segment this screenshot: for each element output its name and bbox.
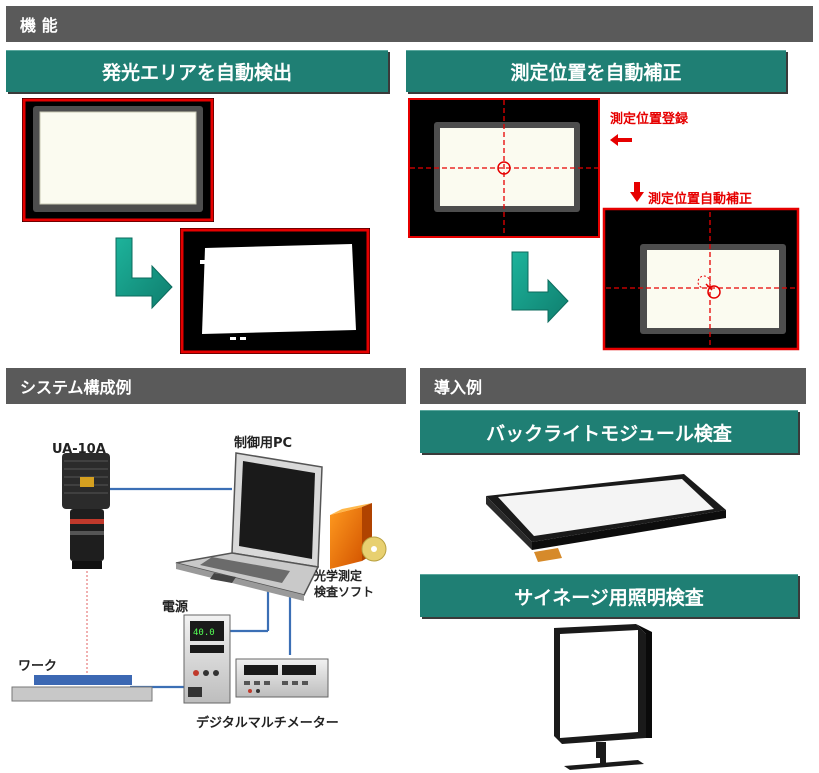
backlight-title: バックライトモジュール検査: [486, 422, 732, 445]
section-header-system: システム構成例: [6, 368, 406, 404]
detected-area-image: [180, 228, 370, 354]
panel-photo-original: [22, 98, 214, 222]
power-label: 電源: [162, 600, 189, 615]
auto-correct-illustration: [408, 98, 800, 351]
left-arrow-icon: [610, 134, 632, 146]
down-arrow-icon: [630, 182, 644, 202]
register-position-label: 測定位置登録: [610, 112, 689, 127]
system-diagram: 40.0: [11, 452, 387, 704]
title-bar-auto-correct: 測定位置を自動補正: [406, 50, 786, 92]
multimeter-label: デジタルマルチメーター: [196, 716, 339, 731]
work-label: ワーク: [18, 659, 58, 674]
laptop-pc: [175, 452, 323, 601]
svg-text:40.0: 40.0: [193, 628, 215, 638]
software-label-line1: 光学測定: [314, 569, 363, 583]
elbow-arrow-icon: [115, 237, 173, 310]
camera-label: UA-10A: [52, 442, 106, 457]
registered-position-image: [408, 98, 600, 238]
pc-label: 制御用PC: [234, 436, 293, 451]
auto-detect-title: 発光エリアを自動検出: [101, 62, 292, 84]
section-title-system: システム構成例: [20, 378, 132, 397]
auto-correct-position-label: 測定位置自動補正: [648, 192, 753, 207]
signage-illustration: [554, 624, 652, 770]
camera-ua10a: [62, 453, 110, 569]
title-bar-signage: サイネージ用照明検査: [420, 574, 798, 617]
work-stage: [11, 675, 153, 702]
section-title-examples: 導入例: [434, 378, 483, 397]
auto-correct-title: 測定位置を自動補正: [510, 62, 682, 84]
section-header-examples: 導入例: [420, 368, 806, 404]
section-title-features: 機 能: [20, 16, 58, 35]
signage-title: サイネージ用照明検査: [514, 586, 704, 609]
software-label: 光学測定 検査ソフト: [314, 568, 374, 600]
software-label-line2: 検査ソフト: [314, 585, 375, 599]
software-package: [330, 503, 387, 569]
section-header-features: 機 能: [6, 6, 813, 42]
power-supply: 40.0: [183, 614, 231, 704]
title-bar-auto-detect: 発光エリアを自動検出: [6, 50, 388, 92]
digital-multimeter: [235, 658, 329, 698]
elbow-arrow-icon: [511, 251, 569, 324]
backlight-module-illustration: [486, 474, 726, 562]
auto-detect-illustration: [22, 98, 370, 354]
corrected-position-image: [602, 207, 800, 351]
title-bar-backlight: バックライトモジュール検査: [420, 410, 798, 453]
